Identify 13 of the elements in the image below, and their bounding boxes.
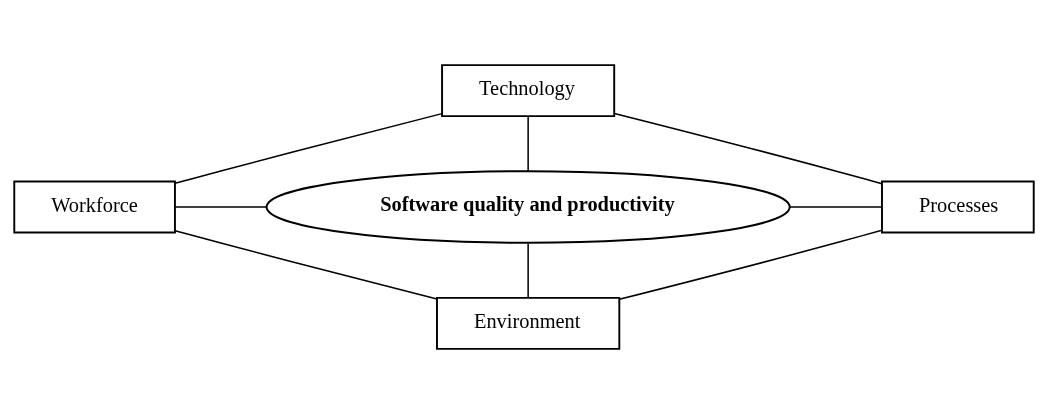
connector <box>789 206 883 208</box>
connector <box>527 242 529 299</box>
node-box: Environment <box>436 296 621 350</box>
connector <box>618 229 883 301</box>
connector <box>174 112 443 185</box>
node-box: Workforce <box>13 180 176 234</box>
connector <box>613 112 883 185</box>
connector <box>174 229 438 300</box>
node-ellipse: Software quality and productivity <box>265 170 791 244</box>
connector <box>174 206 268 208</box>
connector <box>527 115 529 172</box>
node-box: Technology <box>441 64 616 118</box>
node-box: Processes <box>881 180 1035 234</box>
